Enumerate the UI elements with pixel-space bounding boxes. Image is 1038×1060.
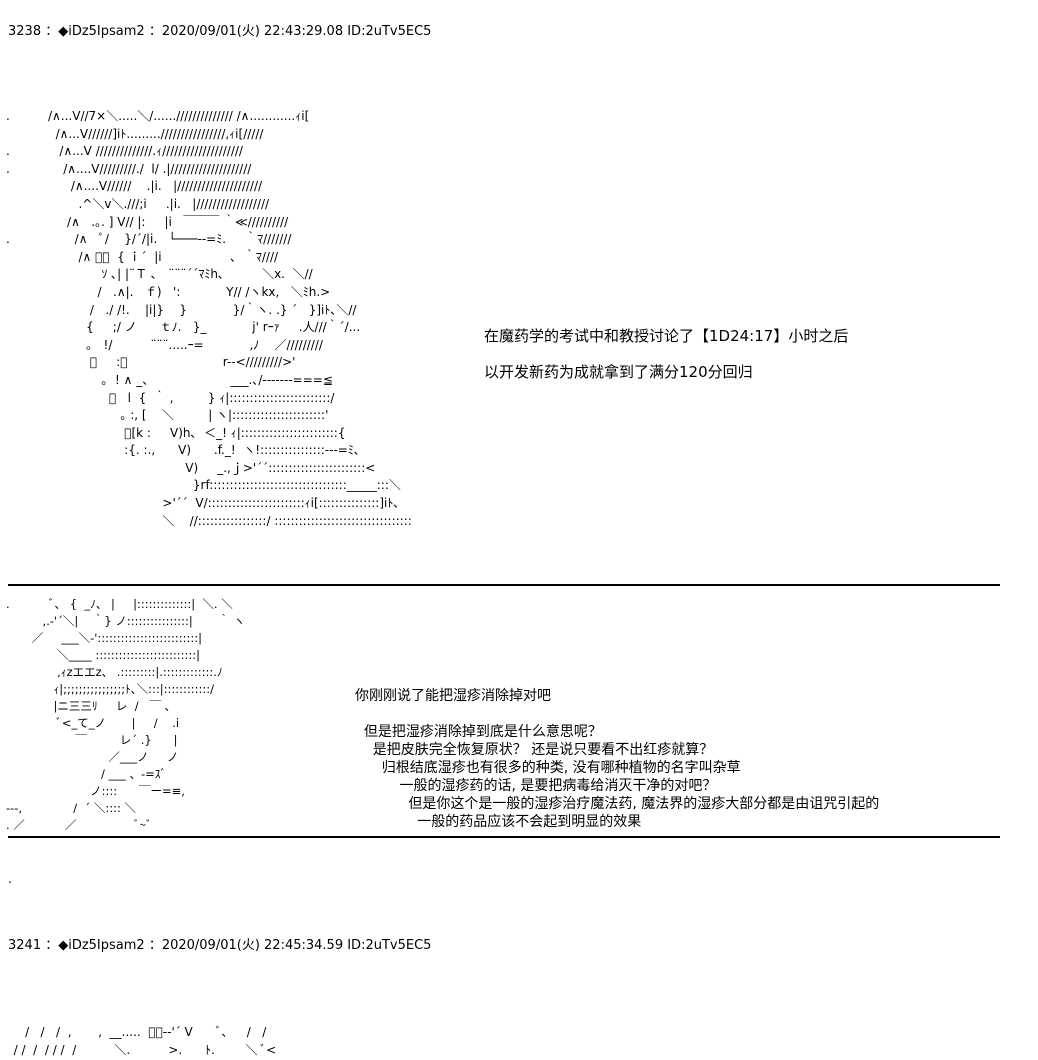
ascii-art-character-mid: . ﾞ、 { _ﾉ、 | |::::::::::::::| ＼. ＼ ,.-'´… xyxy=(6,597,246,832)
dialogue-block: 你刚刚说了能把湿疹消除掉对吧 但是把湿疹消除掉到底是什么意思呢？ 是把皮肤完全恢… xyxy=(355,687,879,831)
end-dot: . xyxy=(8,872,12,886)
dialogue-line: 但是你这个是一般的湿疹治疗魔法药, 魔法界的湿疹大部分都是由诅咒引起的 xyxy=(355,796,880,812)
dialogue-line: 是把皮肤完全恢复原状？ 还是说只要看不出红疹就算？ xyxy=(355,742,714,758)
post-header-3241: 3241 ：◆iDz5Ipsam2 ：2020/09/01(火) 22:45:3… xyxy=(8,938,432,953)
dialogue-line xyxy=(355,705,879,723)
ascii-art-next-post: / / / , , __..... ﾞ､-‐'´ V ﾞ､ / / / / / … xyxy=(13,1025,277,1057)
dialogue-line: 但是把湿疹消除掉到底是什么意思呢？ xyxy=(355,724,602,740)
divider-top xyxy=(8,584,1000,586)
narration-line-1: 在魔药学的考试中和教授讨论了【1D24:17】小时之后 xyxy=(484,327,849,345)
narration-line-2: 以开发新药为成就拿到了满分120分回归 xyxy=(484,363,753,381)
divider-bottom xyxy=(8,836,1000,838)
dialogue-line: 你刚刚说了能把湿疹消除掉对吧 xyxy=(355,688,551,704)
dialogue-line: 一般的药品应该不会起到明显的效果 xyxy=(355,814,642,830)
dialogue-line: 归根结底湿疹也有很多的种类, 没有哪种植物的名字叫杂草 xyxy=(355,760,741,776)
dialogue-line: 一般的湿疹药的话, 是要把病毒给消灭干净的对吧？ xyxy=(355,778,717,794)
post-header-3238: 3238 ：◆iDz5Ipsam2 ：2020/09/01(火) 22:43:2… xyxy=(8,24,432,39)
ascii-art-character-top: . /∧...V//7×＼.....＼/......//////////////… xyxy=(6,109,412,528)
